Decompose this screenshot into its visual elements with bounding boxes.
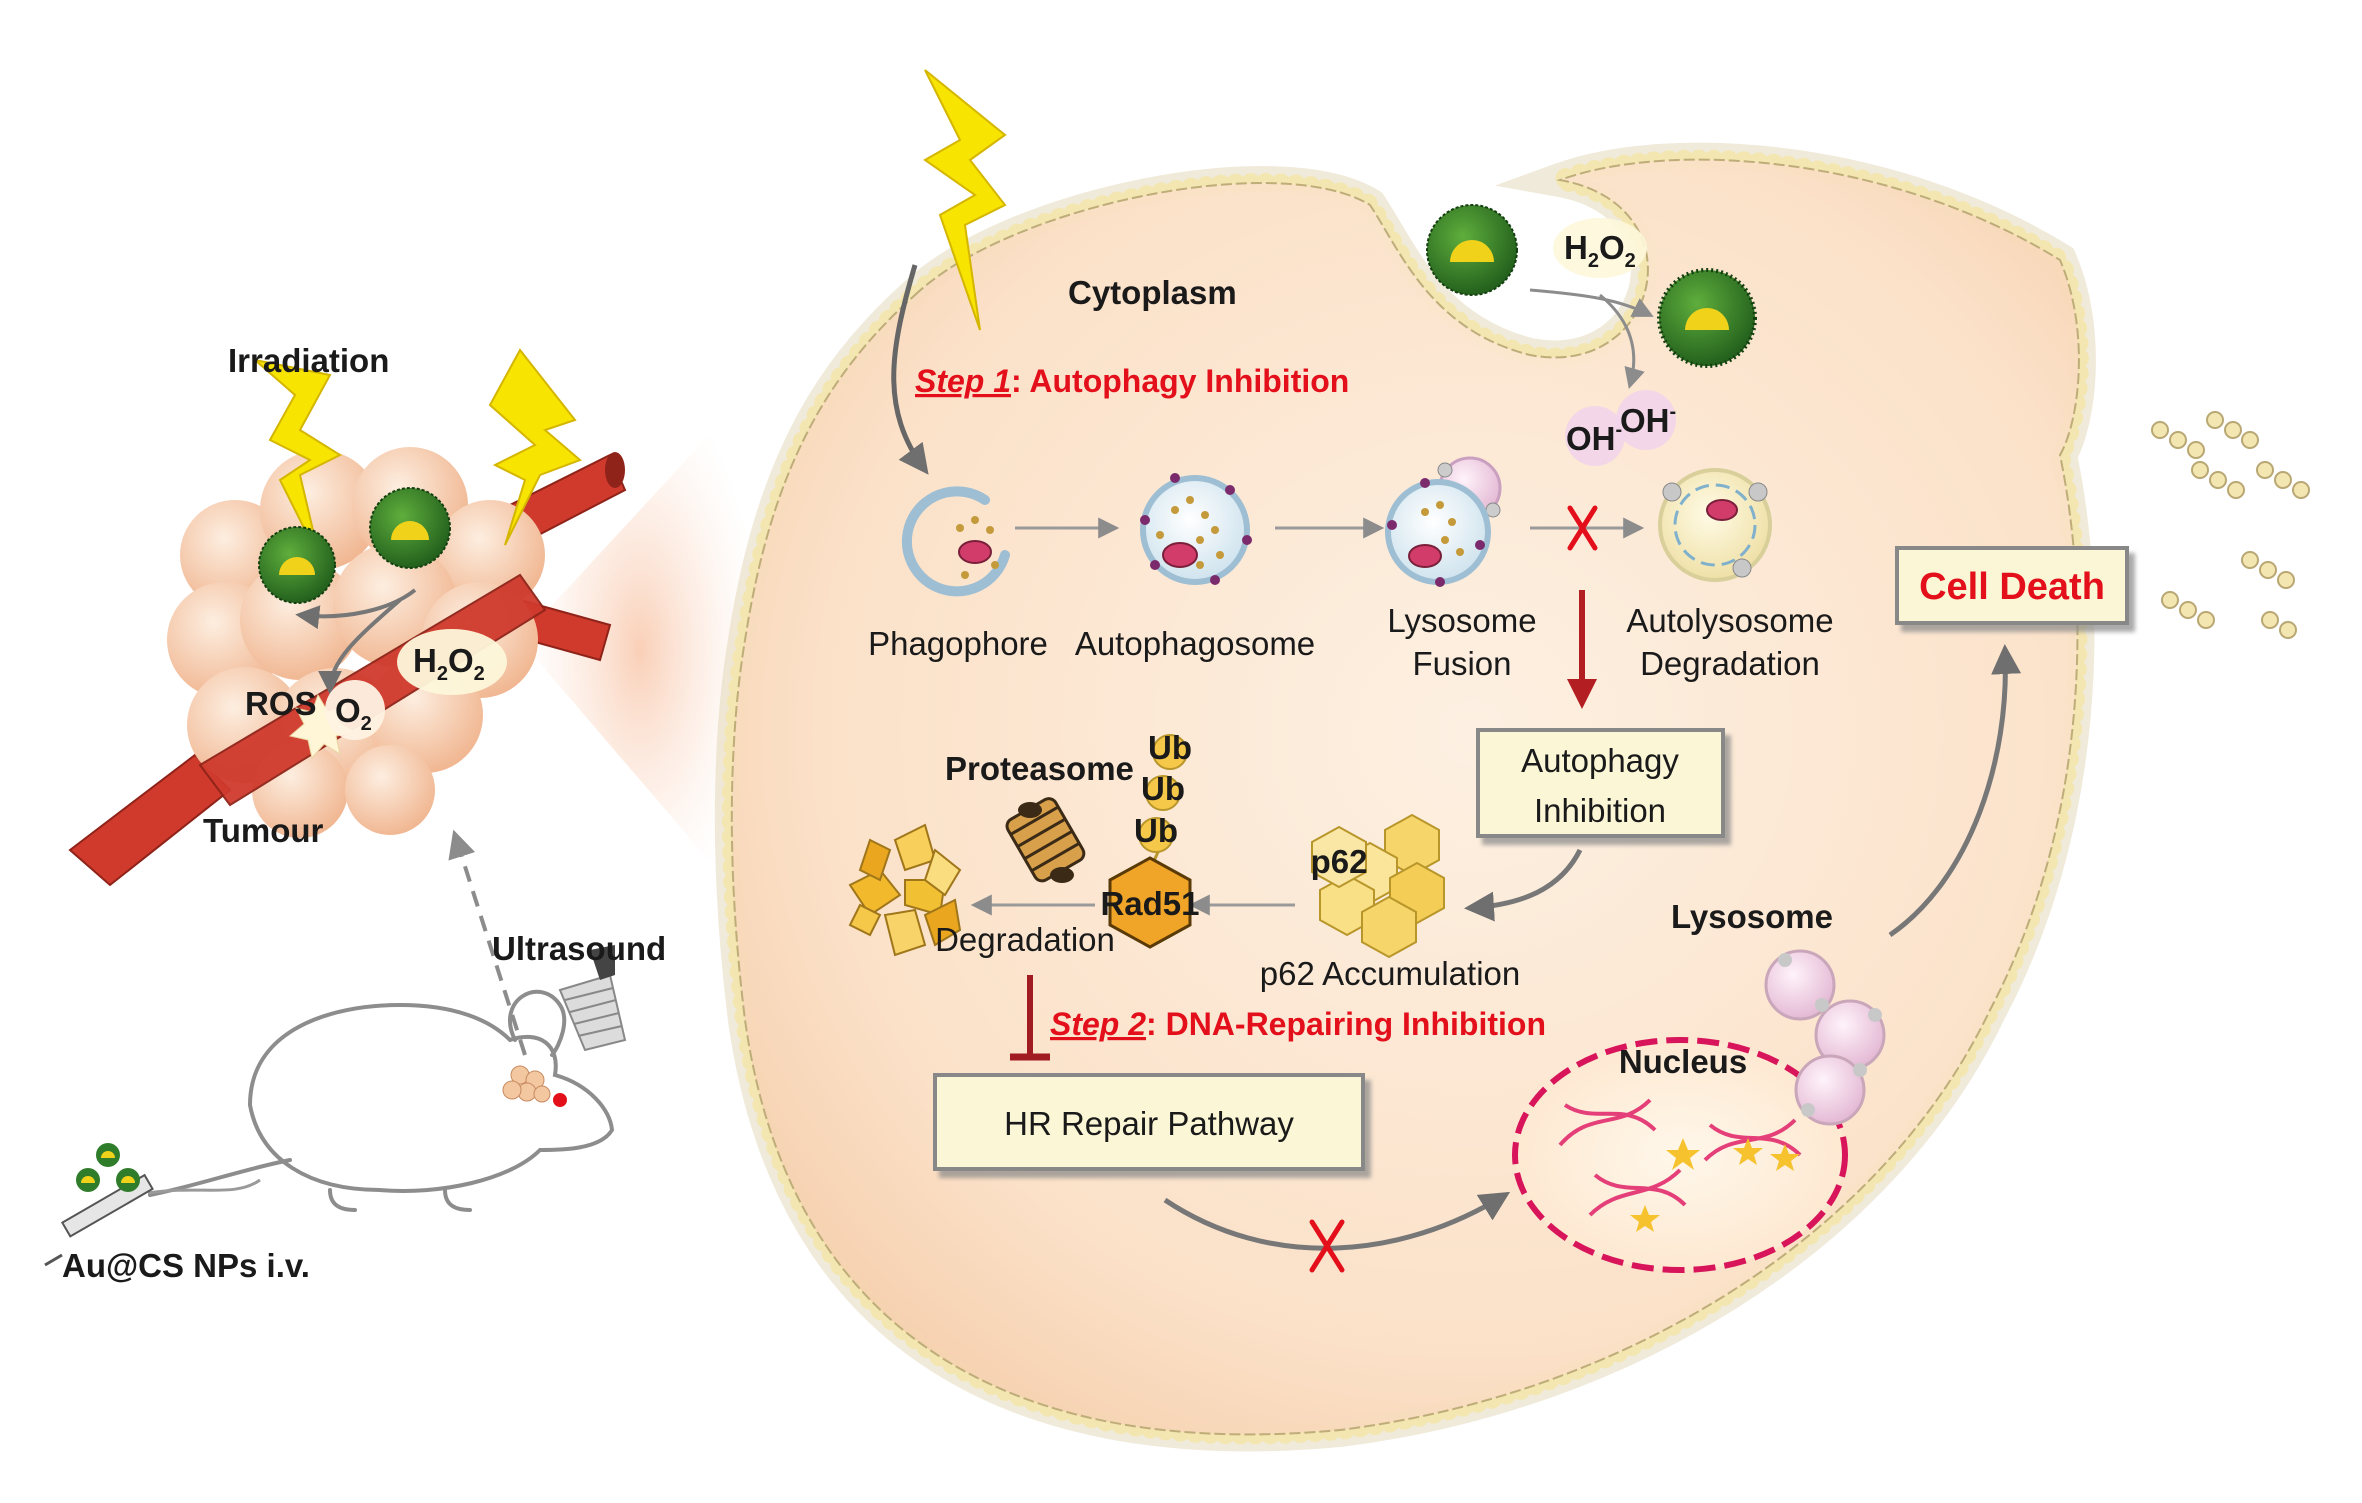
autolysosome-icon (1658, 468, 1772, 582)
ros-label: ROS (245, 685, 317, 722)
h2o2-label-tumour: H2O2 (413, 642, 485, 685)
step2-title: Step 2: DNA-Repairing Inhibition (1050, 1006, 1546, 1042)
degradation-label: Degradation (935, 921, 1115, 958)
cell-death-box: Cell Death (1895, 546, 2129, 625)
cytoplasm-label: Cytoplasm (1068, 274, 1237, 311)
injection-label: Au@CS NPs i.v. (62, 1247, 310, 1284)
nucleus-icon (1512, 1037, 1848, 1273)
lightning-bolt-icon (923, 69, 1007, 331)
phagophore-icon (901, 486, 1010, 597)
oh-label: OH- (1620, 401, 1676, 439)
step1-arrow (891, 264, 929, 475)
step1-title: Step 1: Autophagy Inhibition (915, 363, 1349, 399)
ub-label: Ub (1141, 770, 1185, 807)
svg-text:Inhibition: Inhibition (1534, 792, 1666, 829)
autophagosome-label: Autophagosome (1075, 625, 1315, 662)
h2o2-bubble (1553, 218, 1647, 278)
mouse-tumour-icon (502, 1065, 551, 1103)
reaction-arrow (318, 598, 402, 695)
phagophore-label: Phagophore (868, 625, 1048, 662)
svg-text:Cell Death: Cell Death (1919, 566, 2105, 608)
tumour-label: Tumour (203, 812, 324, 849)
proteasome-label: Proteasome (945, 750, 1134, 787)
magnification-cone (520, 380, 760, 920)
h2o2-bubble (397, 629, 507, 695)
ultrasound-probe-icon (558, 945, 627, 1052)
o2-bubble (325, 680, 385, 740)
h2o2-label-cell: H2O2 (1564, 229, 1636, 272)
nanoparticle-icon (1426, 204, 1518, 296)
reaction-arrow (295, 588, 417, 630)
ub-label: Ub (1134, 812, 1178, 849)
rad51-icon (1108, 856, 1192, 949)
lysosome-fusion-icon (1385, 456, 1502, 587)
blocked-arrow (1163, 1191, 1511, 1251)
nanoparticle-icon (1657, 268, 1757, 368)
lysosome-fusion-label: Lysosome (1387, 602, 1536, 639)
oh-arrow (1599, 293, 1645, 390)
mouse-eye (553, 1093, 567, 1107)
lysosome-fusion-label: Fusion (1412, 645, 1511, 682)
proteasome-icon (1005, 797, 1086, 883)
nanoparticle-icon (369, 487, 451, 569)
autolysosome-label: Degradation (1640, 645, 1820, 682)
flow-arrow (1888, 644, 2022, 938)
tumour-icon (68, 447, 627, 887)
ultrasound-label: Ultrasound (492, 930, 666, 967)
flow-arrow (1464, 848, 1583, 922)
autophagosome-icon (1140, 473, 1252, 585)
nanoparticle-icon (258, 526, 336, 604)
ultrasound-dashed-arrow (448, 829, 527, 1056)
degraded-fragments-icon (848, 823, 962, 957)
rad51-label: Rad51 (1100, 885, 1199, 922)
p62-cluster-icon (1311, 813, 1445, 959)
h2o2-reaction-arrow (1529, 288, 1654, 317)
hr-repair-pathway-box: HR Repair Pathway (933, 1073, 1365, 1171)
hydroxyl-bubble (1565, 406, 1625, 466)
nucleus-label: Nucleus (1619, 1043, 1747, 1080)
p62-label: p62 (1311, 843, 1368, 880)
autolysosome-label: Autolysosome (1626, 602, 1833, 639)
ubiquitin-chain-icon (1138, 734, 1188, 853)
membrane-fragments (2151, 411, 2310, 639)
lightning-bolt-icon (488, 348, 582, 546)
nanoparticles-icon (76, 1143, 140, 1192)
o2-label: O2 (335, 692, 372, 735)
block-x-icon (1309, 1219, 1345, 1273)
block-x-icon (1567, 505, 1598, 551)
ub-label: Ub (1148, 729, 1192, 766)
p62-accumulation-label: p62 Accumulation (1260, 955, 1521, 992)
lysosome-label: Lysosome (1671, 898, 1833, 935)
hydroxyl-bubble (1616, 390, 1676, 450)
oh-label: OH- (1566, 419, 1622, 457)
svg-text:Autophagy: Autophagy (1521, 742, 1679, 779)
irradiation-label: Irradiation (228, 342, 389, 379)
svg-text:HR Repair Pathway: HR Repair Pathway (1004, 1105, 1294, 1142)
autophagy-inhibition-box: Autophagy Inhibition (1476, 728, 1725, 838)
lysosome-cluster-icon (1764, 949, 1886, 1126)
